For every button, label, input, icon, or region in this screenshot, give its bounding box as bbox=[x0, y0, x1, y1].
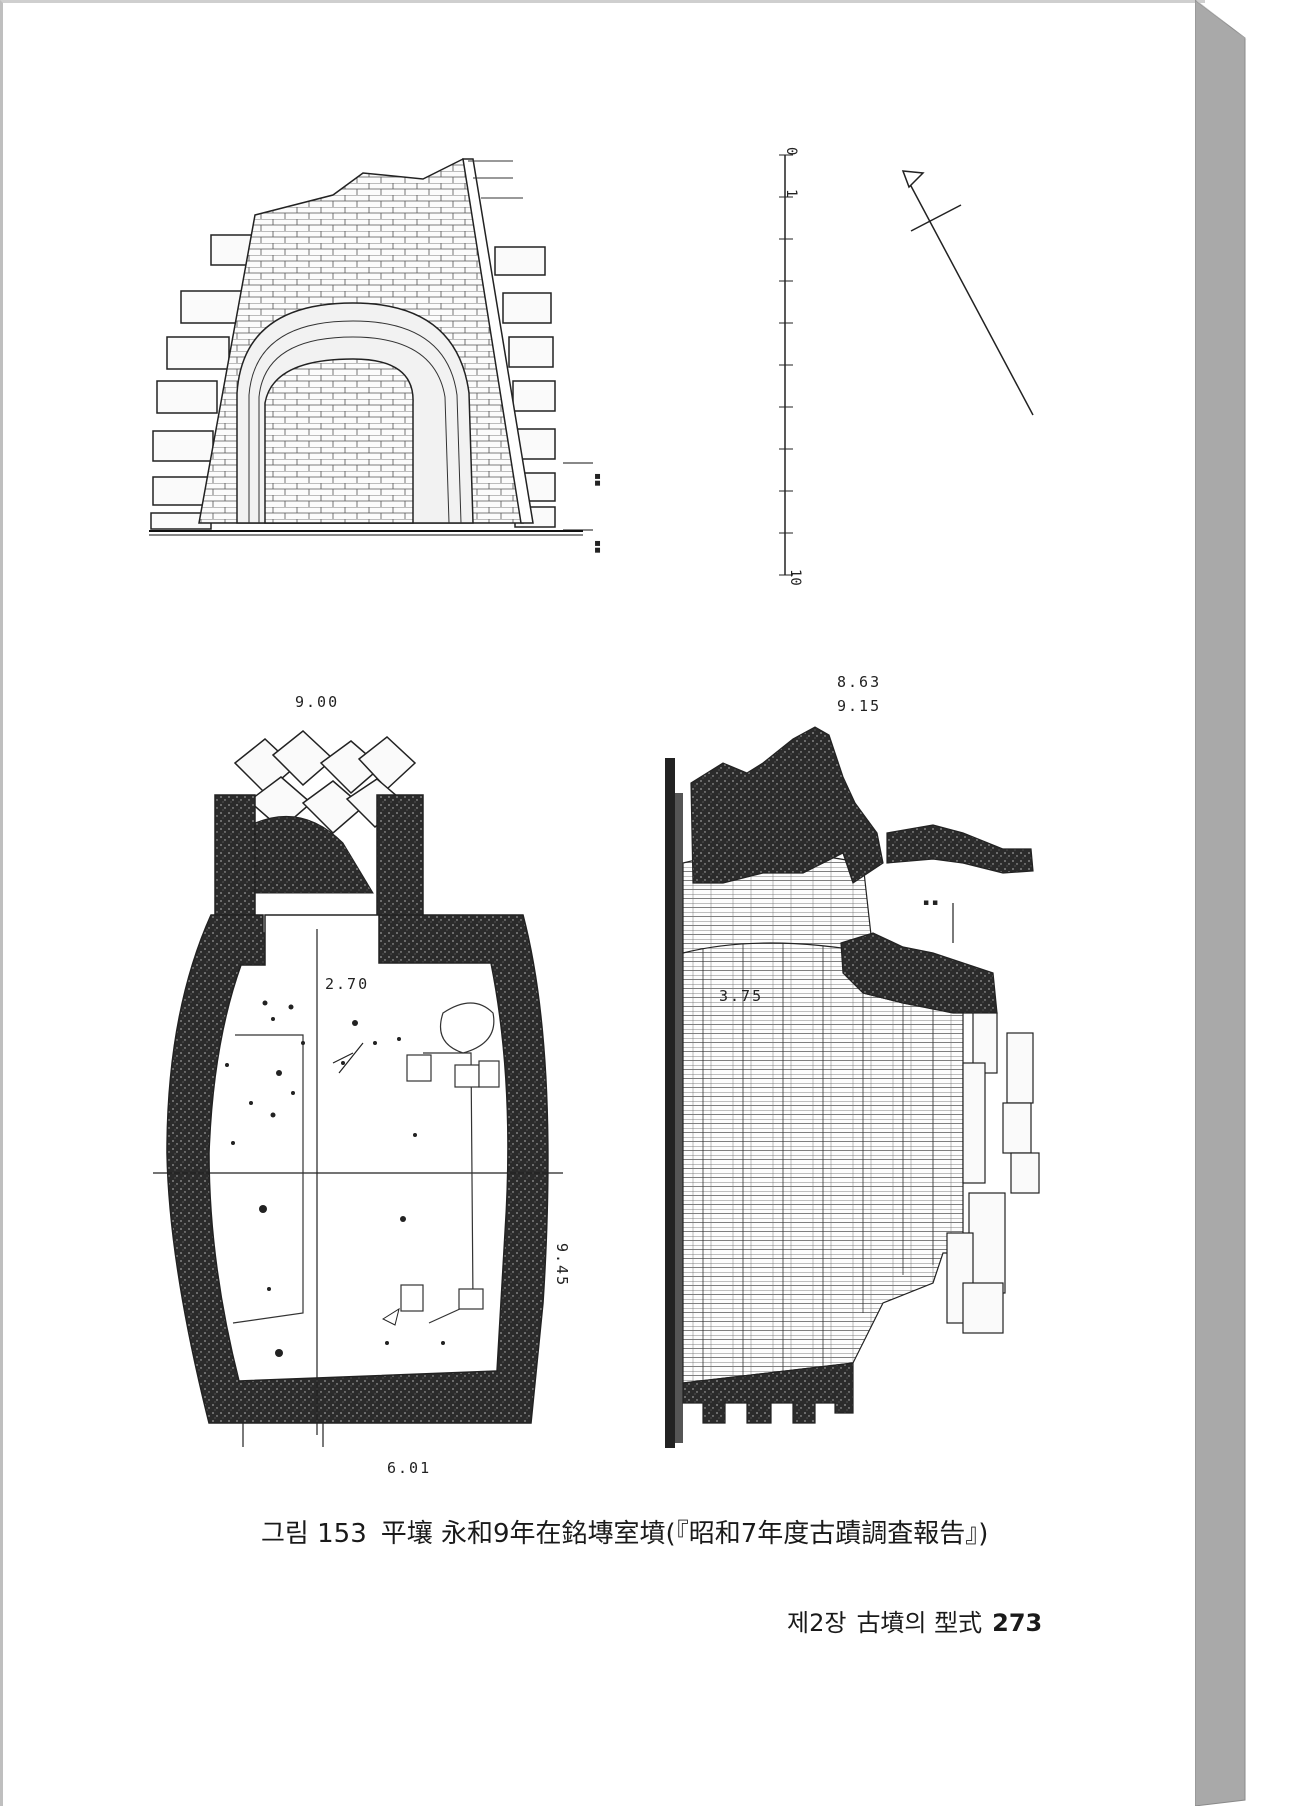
front-elevation-drawing: ▪▪ ▪▪ bbox=[149, 158, 603, 554]
running-footer: 제2장 古墳의 型式 273 bbox=[787, 1603, 1067, 1637]
caption-title: 平壤 永和9年在銘塼室墳 bbox=[380, 1519, 666, 1549]
section-top-label-b: 9.15 bbox=[837, 697, 882, 715]
caption-label: 그림 153 bbox=[261, 1519, 367, 1549]
chapter-title: 古墳의 型式 bbox=[856, 1609, 983, 1637]
tomb-section-drawing: ▪ ▪ bbox=[665, 726, 1040, 1448]
plan-inner-label: 2.70 bbox=[325, 975, 370, 993]
plan-height-label: 9.45 bbox=[553, 1243, 571, 1288]
section-inner-label: 3.75 bbox=[719, 987, 764, 1005]
scale-end-label: 10 bbox=[787, 569, 803, 586]
svg-text:▪▪: ▪▪ bbox=[592, 473, 603, 487]
scale-one-label: 1 bbox=[783, 189, 799, 198]
scale-start-label: 0 bbox=[783, 147, 799, 156]
north-arrow bbox=[901, 170, 1034, 416]
tomb-figure: ▪▪ ▪▪ bbox=[149, 154, 1040, 1448]
plan-bottom-width-label: 6.01 bbox=[387, 1459, 432, 1477]
page-number: 273 bbox=[992, 1609, 1043, 1637]
scale-bar bbox=[779, 154, 793, 576]
book-edge bbox=[1195, 0, 1247, 1806]
plan-top-width-label: 9.00 bbox=[295, 693, 340, 711]
tomb-plan-drawing bbox=[153, 730, 563, 1447]
svg-text:▪ ▪: ▪ ▪ bbox=[923, 898, 938, 908]
chapter-label: 제2장 bbox=[787, 1609, 847, 1637]
book-page: ▪▪ ▪▪ bbox=[0, 0, 1205, 1806]
figure-caption: 그림 153 平壤 永和9年在銘塼室墳(『昭和7年度古蹟調査報告』) bbox=[261, 1513, 1021, 1553]
svg-text:▪▪: ▪▪ bbox=[592, 540, 603, 554]
caption-source: (『昭和7年度古蹟調査報告』) bbox=[665, 1519, 989, 1549]
section-top-label-a: 8.63 bbox=[837, 673, 882, 691]
